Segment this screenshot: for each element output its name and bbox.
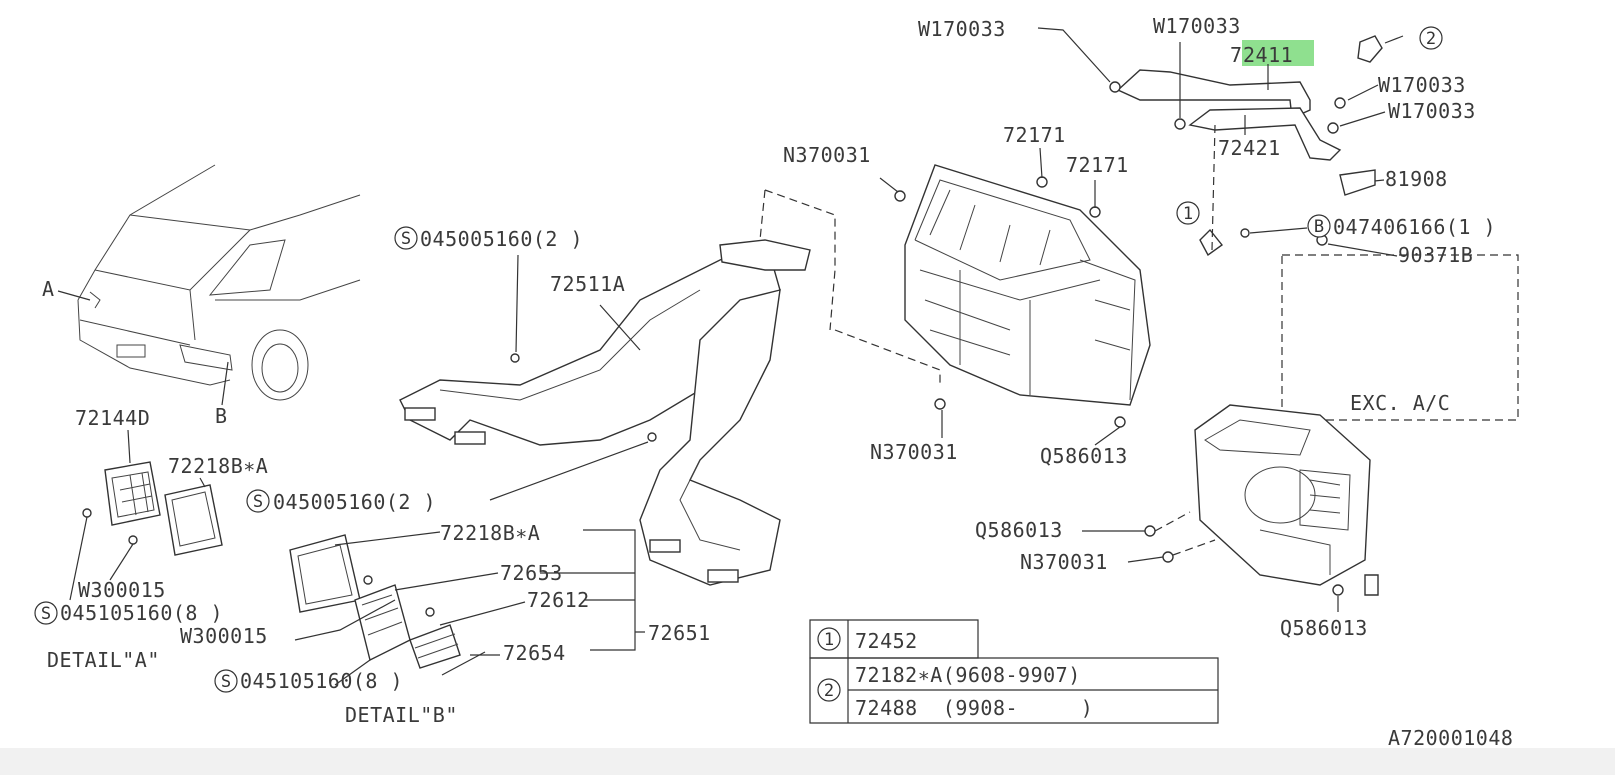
label-045105160: 045105160(8 )	[240, 669, 403, 693]
bolt-b-marker: B	[1314, 217, 1324, 237]
label-w170033: W170033	[1153, 14, 1241, 38]
label-90371b: 90371B	[1398, 243, 1473, 267]
screw-s-marker: S	[41, 604, 51, 624]
label-72411-prefix: 7	[1230, 43, 1243, 67]
screw-s-marker: S	[253, 492, 263, 512]
label-n370031: N370031	[1020, 550, 1108, 574]
label-72144d: 72144D	[75, 406, 150, 430]
label-72411-highlighted[interactable]: 2411	[1243, 43, 1293, 67]
callout-labels: W170033 W170033 7 2411 W170033 W170033 7…	[34, 14, 1513, 750]
label-q586013: Q586013	[975, 518, 1063, 542]
label-exc-ac: EXC. A/C	[1350, 391, 1450, 415]
detail-a-marker: A	[42, 277, 55, 301]
label-72171: 72171	[1066, 153, 1129, 177]
label-72171: 72171	[1003, 123, 1066, 147]
label-detail-b: DETAIL"B"	[345, 703, 458, 727]
heater-unit	[834, 147, 1151, 446]
screw-s-marker: S	[401, 229, 411, 249]
label-w170033: W170033	[1378, 73, 1466, 97]
label-72511a: 72511A	[550, 272, 625, 296]
label-72651: 72651	[648, 621, 711, 645]
highlight-72411	[1242, 40, 1314, 66]
label-72218b-a: 72218B∗A	[440, 521, 540, 545]
label-045105160: 045105160(8 )	[60, 601, 223, 625]
duct-assembly	[399, 189, 836, 586]
label-w300015: W300015	[180, 624, 268, 648]
detail-b-parts	[289, 529, 645, 686]
ref-2-marker: 2	[1426, 29, 1436, 49]
detail-a-parts	[69, 429, 223, 601]
label-n370031: N370031	[783, 143, 871, 167]
label-detail-a: DETAIL"A"	[47, 648, 160, 672]
ref-1-marker: 1	[1183, 204, 1193, 224]
label-w170033: W170033	[1388, 99, 1476, 123]
label-81908: 81908	[1385, 167, 1448, 191]
label-72654: 72654	[503, 641, 566, 665]
blower-unit	[1082, 404, 1379, 612]
footer-band	[0, 748, 1615, 775]
label-72612: 72612	[527, 588, 590, 612]
legend-table: 1 72452 2 72182∗A(9608-9907) 72488 (9908…	[809, 619, 1219, 724]
label-q586013: Q586013	[1040, 444, 1128, 468]
label-q586013: Q586013	[1280, 616, 1368, 640]
vehicle-illustration	[57, 164, 361, 406]
legend-ref-2: 2	[824, 681, 834, 701]
legend-entry: 72182∗A(9608-9907)	[855, 663, 1081, 687]
label-72218b-a: 72218B∗A	[168, 454, 268, 478]
legend-entry: 72452	[855, 629, 918, 653]
heater-hoses	[1037, 27, 1519, 421]
label-045005160: 045005160(2 )	[273, 490, 436, 514]
label-n370031: N370031	[870, 440, 958, 464]
screw-s-marker: S	[221, 672, 231, 692]
label-w170033: W170033	[918, 17, 1006, 41]
label-w300015: W300015	[78, 578, 166, 602]
legend-ref-1: 1	[824, 630, 834, 650]
label-72653: 72653	[500, 561, 563, 585]
label-047406166: 047406166(1 )	[1333, 215, 1496, 239]
diagram-id: A720001048	[1388, 726, 1513, 750]
label-045005160: 045005160(2 )	[420, 227, 583, 251]
label-72421: 72421	[1218, 136, 1281, 160]
legend-entry: 72488 (9908- )	[855, 696, 1093, 720]
detail-b-marker: B	[215, 404, 228, 428]
